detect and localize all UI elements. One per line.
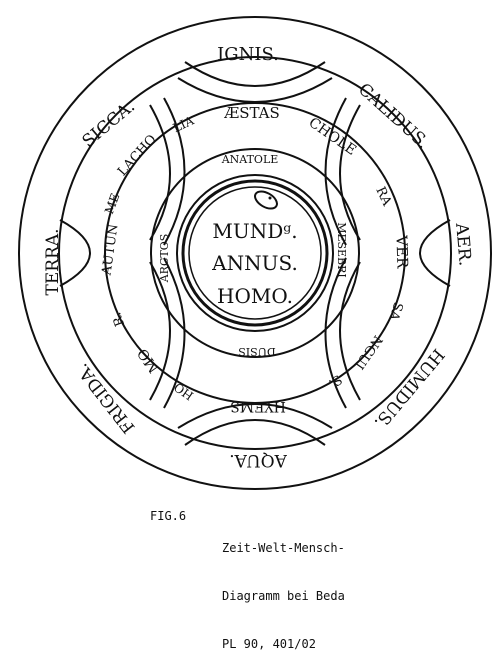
- inner-label-mesebri: MESEBRI: [335, 222, 348, 278]
- outer-label-aqua: AQUA.: [229, 450, 288, 470]
- outer-label-frigida: FRIGIDA.: [73, 359, 140, 437]
- bede-cosmological-diagram: IGNIS. CALIDUS. AER. HUMIDUS. AQUA. FRIG…: [18, 16, 492, 490]
- center-label-homo: HOMO.: [217, 284, 293, 308]
- inner-label-dusis: DUSIS: [238, 345, 276, 358]
- middle-label-lacho: LACHO: [115, 132, 160, 179]
- middle-label-aestas: ÆSTAS: [223, 104, 280, 122]
- outer-label-terra: TERRA.: [43, 228, 63, 295]
- outer-label-sicca: SICCA.: [79, 97, 139, 152]
- caption-line-3: PL 90, 401/02: [222, 637, 316, 651]
- caption-line-1: Zeit-Welt-Mensch-: [222, 541, 345, 555]
- middle-label-s: S.: [326, 371, 345, 391]
- outer-ring-border: [18, 16, 492, 490]
- middle-label-me: ME: [102, 191, 122, 216]
- middle-label-sa: SA: [385, 300, 405, 323]
- center-label-mundus: MUNDᵍ.: [212, 219, 297, 243]
- center-label-annus: ANNUS.: [211, 251, 298, 275]
- outer-label-calidus: CALIDUS.: [354, 80, 433, 154]
- middle-label-mo: MO: [135, 345, 163, 375]
- ouroboros-head-icon: [254, 190, 278, 210]
- outer-ring-inner-border: [58, 56, 452, 450]
- middle-label-r: R.: [109, 310, 128, 328]
- outer-label-ignis: IGNIS.: [217, 44, 279, 65]
- middle-label-hyems: HYEMS: [230, 398, 286, 414]
- figure-caption: Zeit-Welt-Mensch- Diagramm bei Beda PL 9…: [222, 508, 345, 668]
- center-circle-border: [176, 174, 334, 332]
- ouroboros-inner: [188, 186, 322, 320]
- figure-number: FIG.6: [150, 509, 187, 523]
- outer-label-aer: AER.: [451, 221, 475, 266]
- outer-label-humidus: HUMIDUS.: [370, 344, 448, 432]
- caption-line-2: Diagramm bei Beda: [222, 589, 345, 603]
- inner-ring-inner-border: [150, 148, 360, 358]
- middle-label-ngui: NGUI: [351, 332, 385, 372]
- middle-label-autun: AUTUN: [99, 223, 121, 277]
- inner-label-arctos: ARCTOS: [158, 234, 171, 284]
- interlaced-bands: [59, 61, 451, 446]
- middle-label-ver: VER: [392, 234, 411, 269]
- inner-label-anatole: ANATOLE: [221, 153, 279, 166]
- ouroboros-outer: [181, 179, 329, 327]
